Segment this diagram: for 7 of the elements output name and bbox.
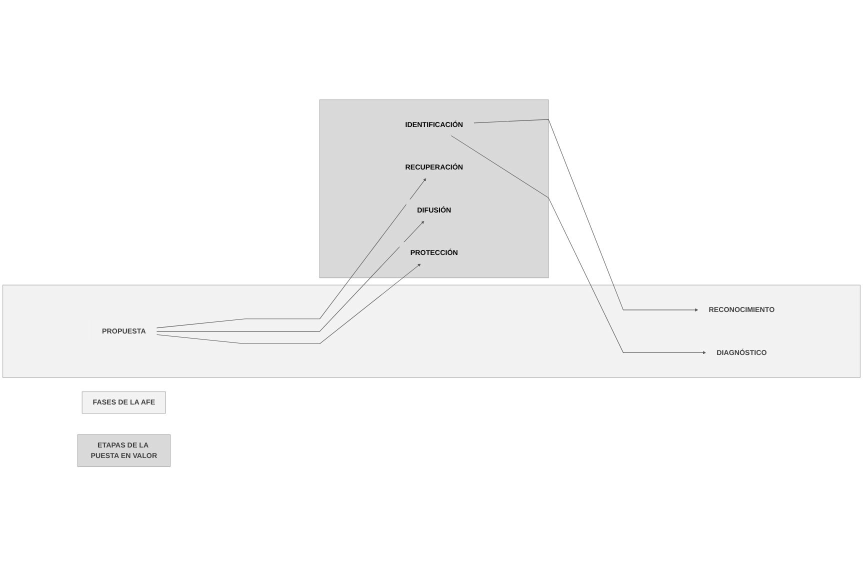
arrow	[450, 134, 706, 354]
arrow	[473, 118, 698, 312]
arrow	[156, 220, 424, 332]
cluster	[320, 99, 549, 278]
arrow	[156, 178, 426, 328]
cluster	[2, 284, 860, 378]
arrow	[156, 263, 421, 344]
